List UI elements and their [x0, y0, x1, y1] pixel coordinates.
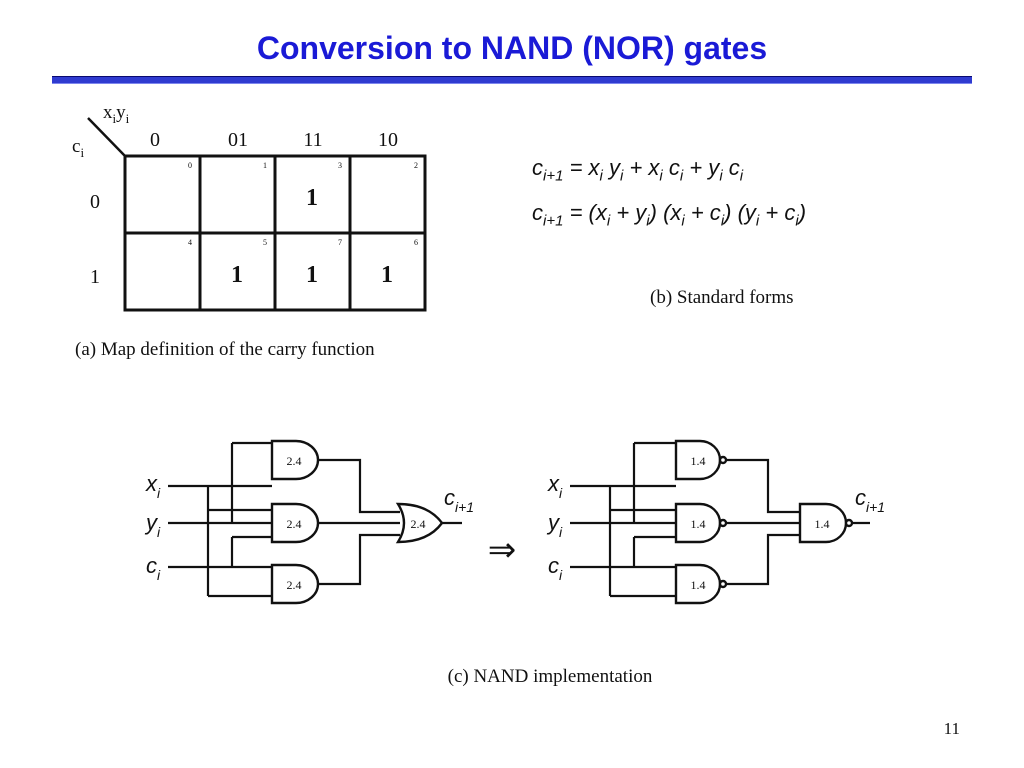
kmap-col-header: 0: [150, 129, 160, 151]
kmap-cell-index: 0: [188, 161, 192, 170]
kmap-col-header: 10: [378, 129, 398, 151]
equation-lhs-subscript: i+1: [543, 167, 564, 185]
nand-bubble: [718, 579, 728, 589]
input-label-x: xi: [145, 471, 161, 501]
kmap-cell-value: 1: [306, 185, 318, 211]
gate-delay-label: 2.4: [411, 517, 426, 531]
equation-lhs: c: [532, 200, 543, 226]
wire: [318, 458, 400, 514]
input-label-c: ci: [146, 553, 161, 583]
gate-delay-label: 1.4: [815, 517, 830, 531]
nand-bubble: [718, 518, 728, 528]
and-gate: [270, 439, 320, 481]
output-label: ci+1: [855, 485, 885, 515]
kmap-row-header: 1: [90, 266, 100, 288]
gate-delay-label: 2.4: [287, 517, 302, 531]
and-gate: [270, 563, 320, 605]
wire: [726, 458, 800, 514]
equation-rhs: = xi yi + xi ci + yi ci: [569, 155, 744, 185]
gate-delay-label: 2.4: [287, 454, 302, 468]
conversion-arrow: ⇒: [488, 532, 517, 569]
input-label-y: yi: [144, 510, 161, 540]
wire: [726, 533, 800, 586]
or-gate: [395, 502, 444, 544]
nand-bubble: [844, 518, 854, 528]
kmap-caption: (a) Map definition of the carry function: [75, 339, 375, 360]
kmap-cell-index: 6: [414, 238, 418, 247]
karnaugh-map: xiyi ci 0 01 11 10 0 1 0 1 3 2 4 5 7 6 1…: [72, 102, 427, 360]
kmap-row-variable: ci: [72, 136, 84, 160]
equation-lhs-subscript: i+1: [543, 212, 564, 230]
gate-delay-label: 1.4: [691, 517, 706, 531]
left-circuit: 2.4 2.4 2.4 2.4 xi yi ci ci+1: [144, 439, 474, 605]
equation-lhs: c: [532, 155, 543, 180]
kmap-cell-value: 1: [306, 262, 318, 288]
sum-of-products-equation: ci+1 = xi yi + xi ci + yi ci: [532, 155, 1002, 184]
equation-rhs: = (xi + yi) (xi + ci) (yi + ci): [569, 200, 807, 230]
nand-bubble: [718, 455, 728, 465]
product-of-sums-equation: ci+1 = (xi + yi) (xi + ci) (yi + ci): [532, 200, 1002, 229]
kmap-cell-value: 1: [381, 262, 393, 288]
kmap-row-header: 0: [90, 191, 100, 213]
input-label-c: ci: [548, 553, 563, 583]
wire: [318, 533, 400, 586]
kmap-cell-index: 4: [188, 238, 192, 247]
forms-caption: (b) Standard forms: [650, 287, 794, 308]
right-circuit: 1.4 1.4 1.4 1.4 xi yi ci ci+1: [546, 439, 885, 605]
kmap-col-header: 11: [303, 129, 322, 151]
gate-delay-label: 2.4: [287, 578, 302, 592]
kmap-cell-index: 3: [338, 161, 342, 170]
kmap-col-variable: xiyi: [103, 102, 130, 126]
gate-delay-label: 1.4: [691, 578, 706, 592]
output-label: ci+1: [444, 485, 474, 515]
kmap-cell-index: 2: [414, 161, 418, 170]
circuit-caption: (c) NAND implementation: [448, 666, 653, 687]
input-label-x: xi: [547, 471, 563, 501]
gate-delay-label: 1.4: [691, 454, 706, 468]
kmap-cell-value: 1: [231, 262, 243, 288]
kmap-diagonal: [87, 117, 126, 157]
page-number: 11: [944, 719, 960, 738]
slide-title: Conversion to NAND (NOR) gates: [256, 30, 768, 66]
input-label-y: yi: [546, 510, 563, 540]
kmap-cell-index: 1: [263, 161, 267, 170]
standard-forms: ci+1 = xi yi + xi ci + yi ci ci+1 = (xi …: [532, 155, 1002, 230]
kmap-col-header: 01: [228, 129, 248, 151]
title-divider: [52, 76, 972, 84]
kmap-cell-index: 7: [338, 238, 342, 247]
and-gate: [270, 502, 320, 544]
kmap-cell-index: 5: [263, 238, 267, 247]
